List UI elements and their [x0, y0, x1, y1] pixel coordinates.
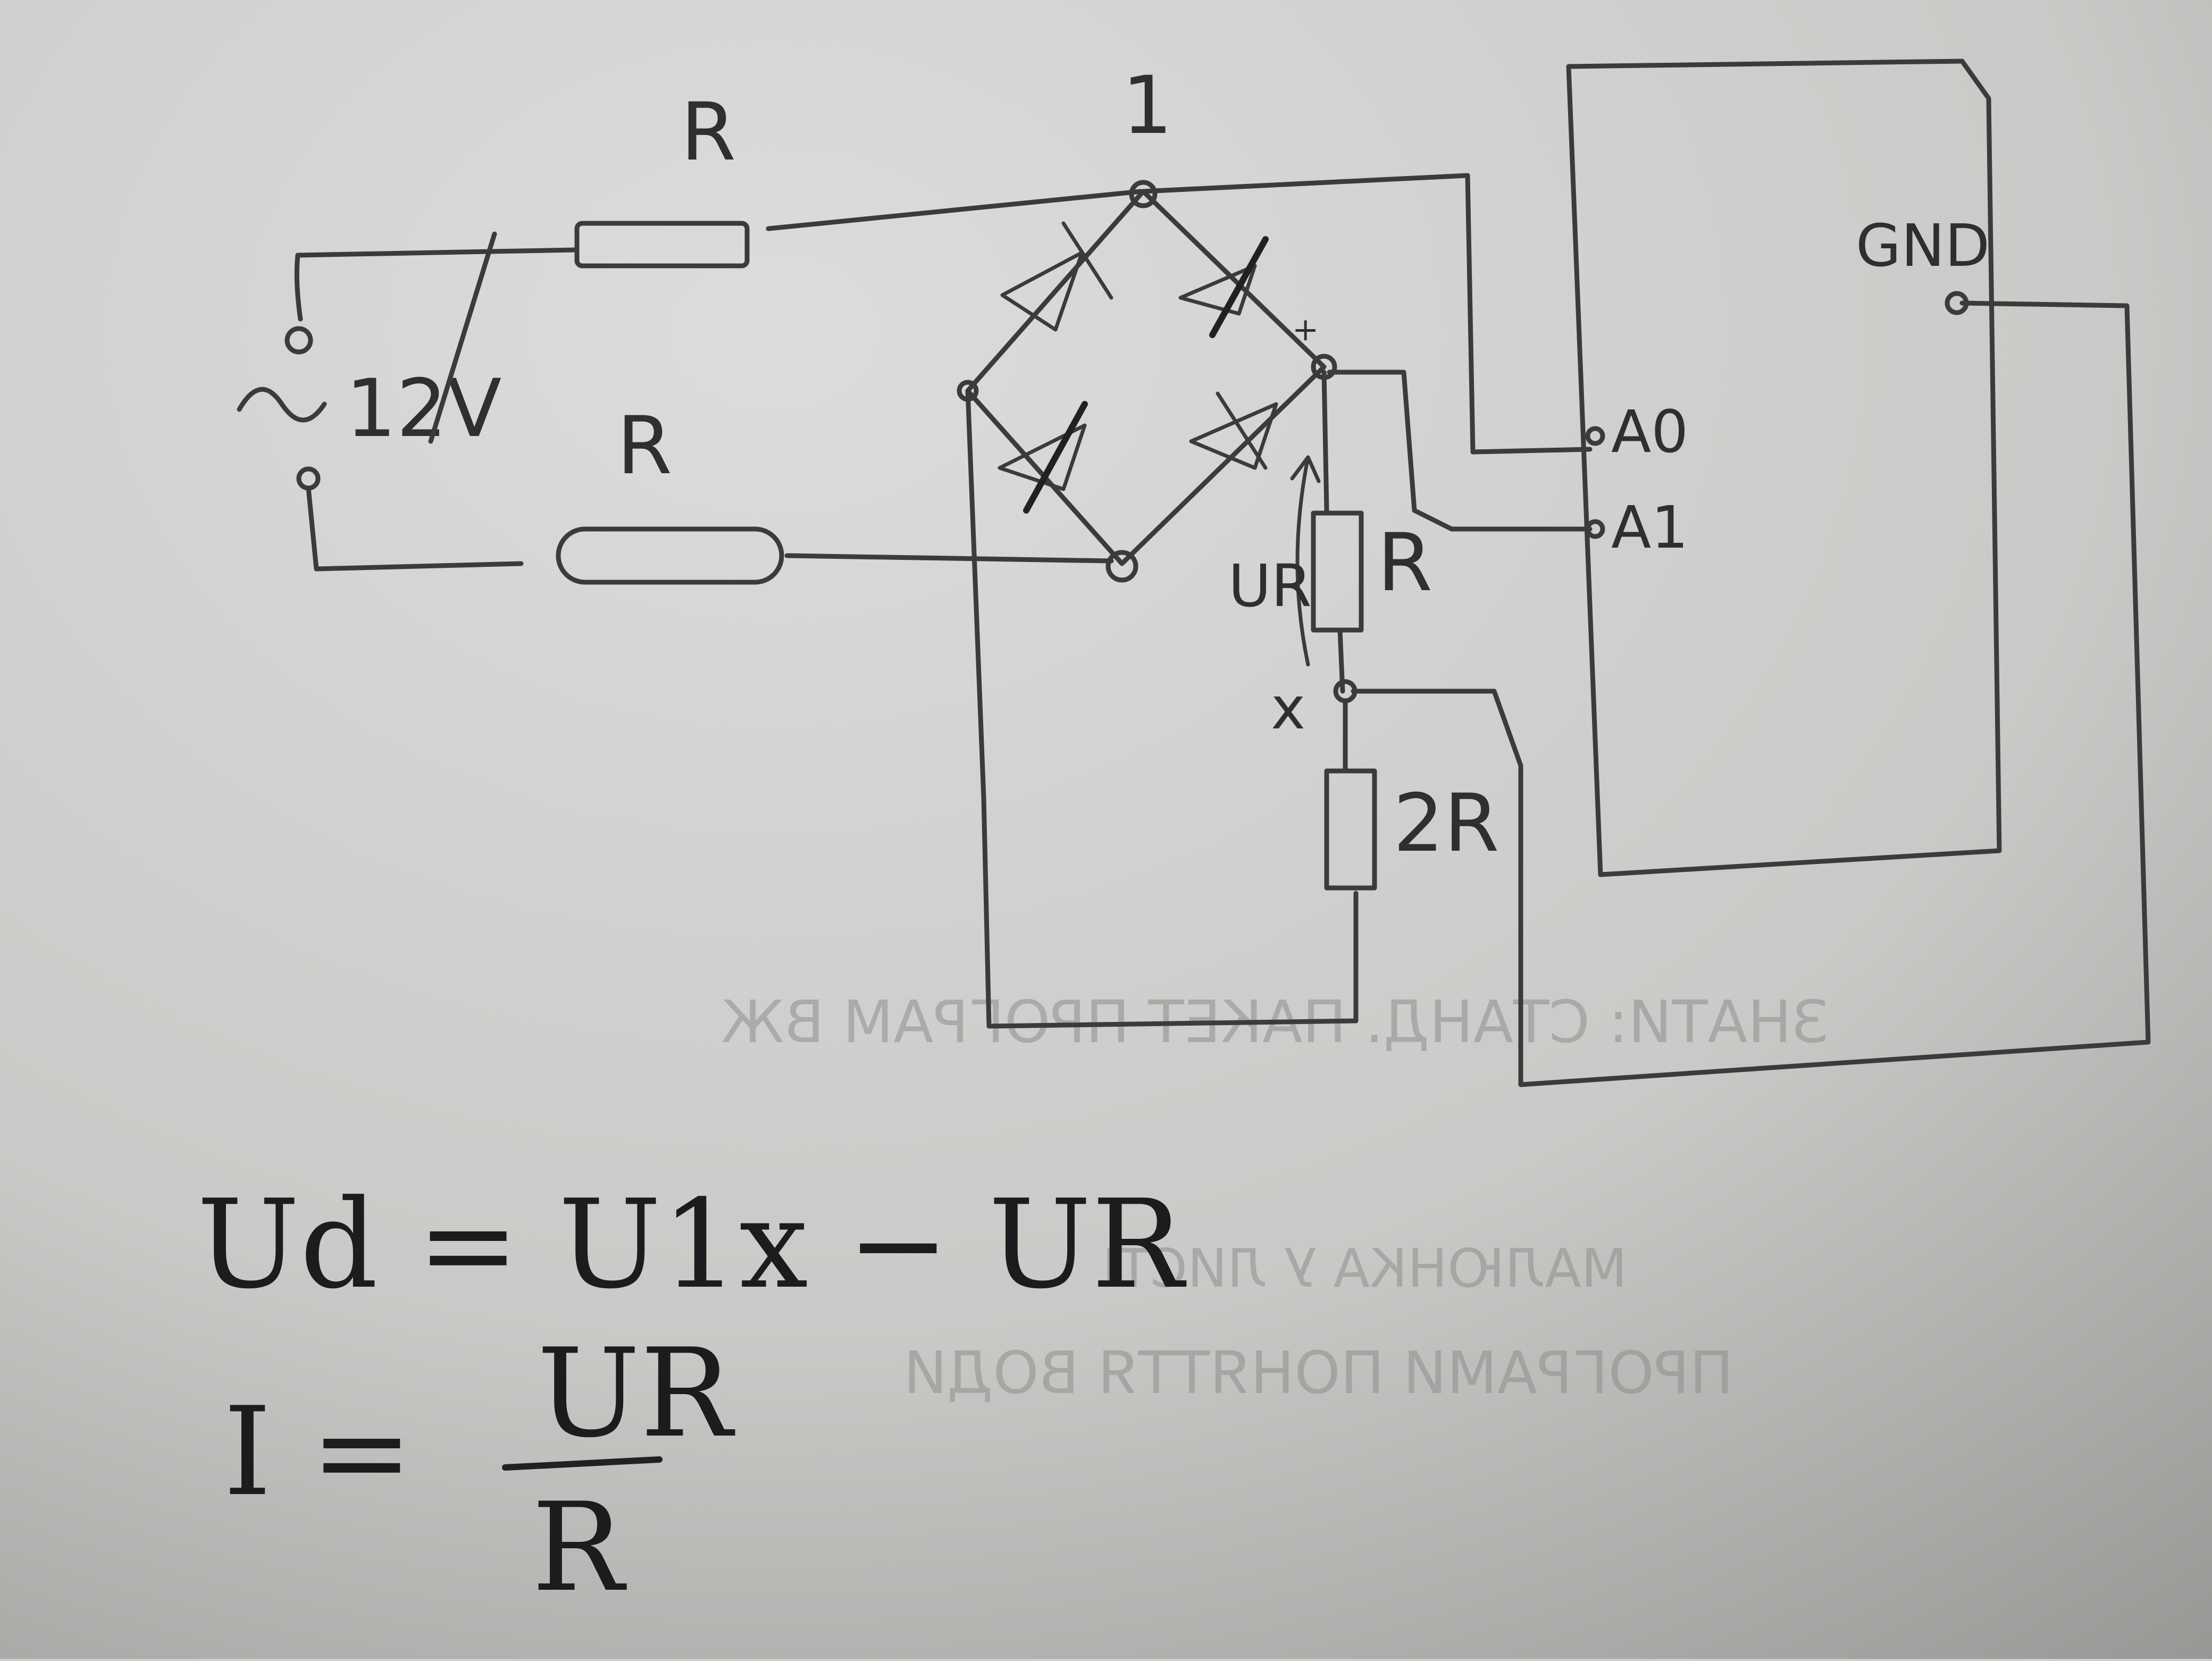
controller-board: A0 A1 GND [1566, 58, 2002, 877]
sense-voltage-arrowhead [1290, 455, 1321, 483]
board-outline [1566, 58, 2002, 877]
ghost-text-line-2: МАЛЮНКА У ЛИСТІ [1102, 1237, 1627, 1299]
diode-upper-left [1000, 221, 1113, 332]
divider-resistor-label: 2R [1393, 777, 1499, 870]
bridge-bottom-node [1105, 550, 1138, 583]
equation-current-denominator: R [532, 1477, 627, 1619]
sense-voltage-label: UR [1228, 552, 1312, 620]
node-1-dot [1129, 180, 1158, 208]
pin-a1-label: A1 [1611, 493, 1688, 561]
wire-top-r-to-node-1 [766, 189, 1143, 231]
diode-ll-bar [1023, 401, 1088, 514]
top-series-resistor: R [295, 86, 1143, 269]
ac-wave-icon [237, 387, 327, 423]
wire-plus-to-sense-r [1321, 370, 1329, 513]
diode-lr-triangle [1189, 402, 1278, 470]
diode-ul-triangle [1000, 250, 1084, 332]
sense-resistor-label: R [1377, 517, 1432, 609]
bottom-resistor-body [556, 526, 784, 585]
wire-plus-to-a1 [1327, 370, 1593, 532]
diode-lower-right [1189, 391, 1278, 470]
sense-branch: R x 2R UR [1228, 370, 1499, 891]
equation-current-numerator: UR [537, 1323, 735, 1465]
ghost-text-line-3: ПРОГРАМИ ПОНЯТТЯ ВОДИ [903, 1339, 1733, 1407]
bottom-resistor-label: R [617, 400, 672, 492]
sense-resistor-body [1311, 510, 1364, 633]
pin-gnd-dot [1945, 291, 1969, 315]
wire-bottom-r-to-bridge [784, 553, 1114, 564]
top-resistor-body [574, 221, 750, 269]
wire-node-1-to-a0 [1141, 173, 1593, 455]
diode-ur-triangle [1178, 264, 1257, 316]
source-bottom-lead [306, 485, 319, 572]
pin-a0-dot [1585, 426, 1605, 446]
diode-ur-bar [1209, 236, 1269, 338]
ac-source: 12V [237, 231, 501, 572]
top-resistor-label: R [681, 86, 736, 179]
node-x-label: x [1271, 674, 1305, 742]
equation-diode-voltage: Ud = U1x − UR [197, 1174, 1187, 1316]
node-1-label: 1 [1122, 60, 1172, 152]
diode-upper-right [1178, 236, 1269, 338]
wire-source-to-bottom-r [314, 561, 524, 572]
bottom-series-resistor: R [314, 400, 1114, 585]
source-voltage-stroke [428, 231, 497, 444]
pin-a1-dot [1585, 519, 1605, 539]
wire-x-to-gnd [1351, 300, 2151, 1087]
bridge-diamond [965, 189, 1327, 566]
wire-source-to-top-r [295, 247, 577, 258]
pin-a0-label: A0 [1611, 398, 1688, 466]
wire-left-return-loop [965, 388, 1359, 1029]
equations: Ud = U1x − UR I = UR R [197, 1174, 1187, 1619]
diode-lr-bar [1216, 391, 1268, 470]
sense-voltage-arrow [1295, 455, 1310, 667]
source-voltage-label: 12V [346, 363, 501, 455]
pin-gnd-label: GND [1856, 212, 1990, 280]
source-top-lead [294, 253, 303, 322]
equation-fraction-bar [502, 1456, 663, 1471]
equation-current-lhs: I = [223, 1381, 413, 1523]
diode-ll-triangle [998, 423, 1087, 491]
diode-lower-left [998, 401, 1088, 514]
source-top-terminal [284, 326, 313, 355]
diode-ul-bar [1061, 221, 1113, 300]
divider-resistor-body [1324, 768, 1377, 891]
plus-mark: + [1292, 311, 1319, 348]
